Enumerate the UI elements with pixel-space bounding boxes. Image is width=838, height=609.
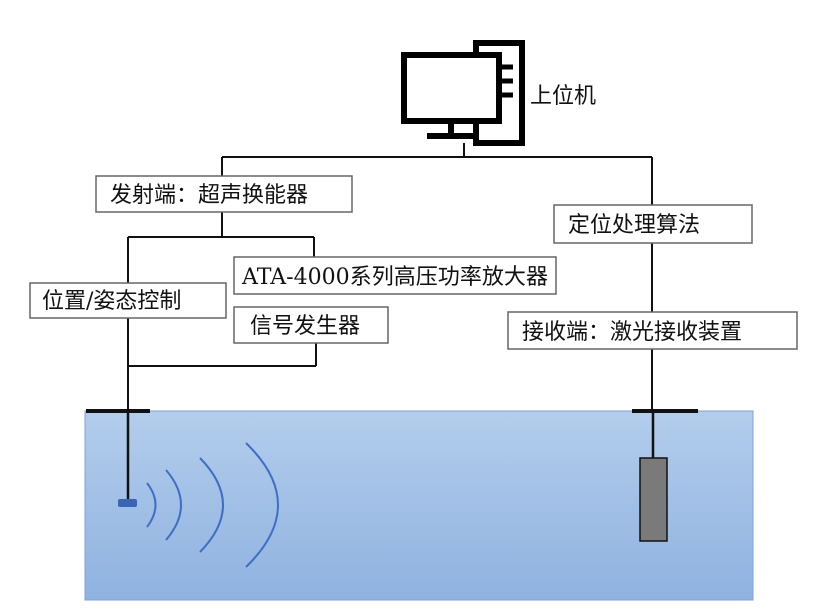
signal-generator-label: 信号发生器	[250, 314, 360, 339]
mount-bars	[86, 409, 698, 499]
transmitter-label: 发射端：超声换能器	[110, 183, 308, 208]
amplifier-label: ATA-4000系列高压功率放大器	[241, 265, 548, 290]
computer-icon	[401, 40, 525, 146]
receiver-probe	[639, 457, 668, 542]
sound-wave-icon	[146, 442, 279, 568]
position-control-box: 位置/姿态控制	[29, 282, 227, 319]
receiver-label: 接收端：激光接收装置	[522, 320, 742, 345]
position-control-label: 位置/姿态控制	[42, 289, 181, 314]
amplifier-box: ATA-4000系列高压功率放大器	[233, 256, 557, 295]
localization-algorithm-label: 定位处理算法	[568, 213, 700, 238]
transmitter-box: 发射端：超声换能器	[95, 175, 353, 213]
receiver-box: 接收端：激光接收装置	[507, 311, 798, 350]
connection-lines	[127, 143, 653, 411]
signal-generator-box: 信号发生器	[233, 306, 389, 344]
transducer	[118, 499, 137, 507]
host-computer-label: 上位机	[530, 84, 596, 109]
localization-algorithm-box: 定位处理算法	[553, 204, 753, 244]
